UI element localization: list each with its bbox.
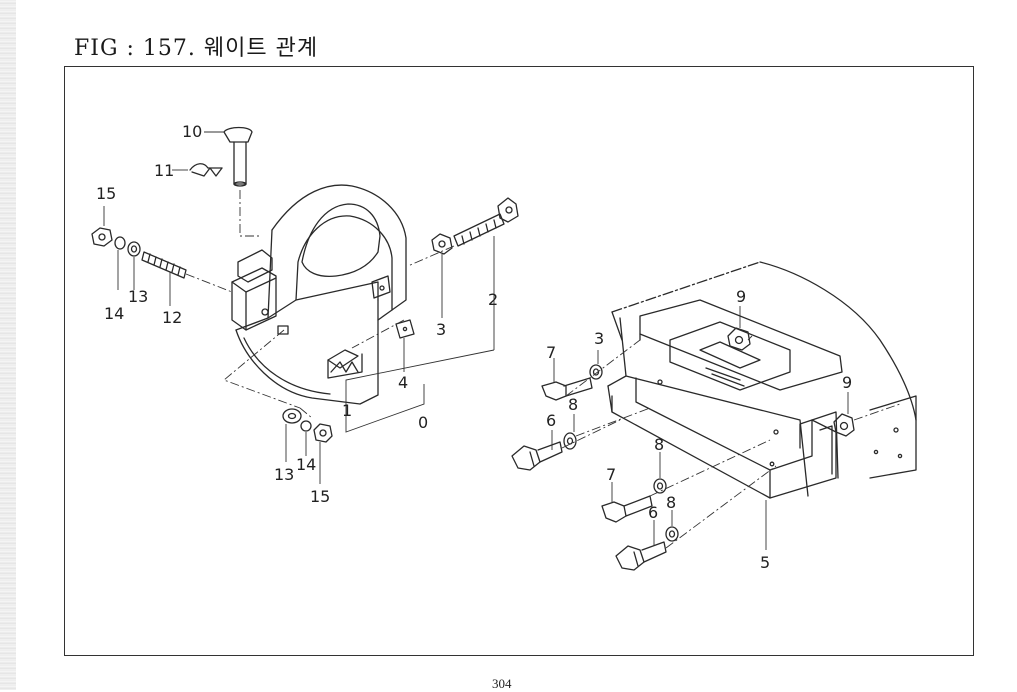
part-3-washer-right <box>589 364 603 380</box>
part-6-bolt-upper <box>511 441 563 471</box>
figure-title: FIG : 157. 웨이트 관계 <box>74 36 319 61</box>
callout-2: 2 <box>488 290 498 309</box>
callout-1: 1 <box>342 401 352 420</box>
part-2-bolt <box>453 197 519 247</box>
callout-14-lower: 14 <box>296 455 316 474</box>
callout-13-lower: 13 <box>274 465 294 484</box>
part-12-stud <box>141 251 187 279</box>
callout-4: 4 <box>398 373 408 392</box>
callout-15-lower: 15 <box>310 487 330 506</box>
callout-11: 11 <box>154 161 174 180</box>
callout-15-upper: 15 <box>96 184 116 203</box>
assembly-lines <box>185 190 901 549</box>
part-3-nut-left <box>431 233 453 255</box>
page-number: 304 <box>492 676 512 691</box>
part-15-nut-upper <box>91 227 113 247</box>
callout-8-upper: 8 <box>568 395 578 414</box>
callout-10: 10 <box>182 122 202 141</box>
leader-lines <box>103 131 849 550</box>
part-13-washer-upper <box>127 241 141 257</box>
part-10-pin <box>223 126 253 187</box>
callout-9-upper: 9 <box>736 287 746 306</box>
part-9-nut-lower <box>833 413 855 437</box>
callout-9-lower: 9 <box>842 373 852 392</box>
callout-3-left: 3 <box>436 320 446 339</box>
callout-3-right: 3 <box>594 329 604 348</box>
callout-8-middle: 8 <box>654 435 664 454</box>
part-9-nut-upper <box>727 327 751 351</box>
callout-0: 0 <box>418 413 428 432</box>
callout-14-upper: 14 <box>104 304 124 323</box>
diagram-frame <box>64 66 974 656</box>
part-14-washer-lower <box>300 420 312 432</box>
callout-6-lower: 6 <box>648 503 658 522</box>
callout-7-lower: 7 <box>606 465 616 484</box>
callout-8-lower: 8 <box>666 493 676 512</box>
part-13-washer-lower <box>282 408 302 424</box>
part-15-nut-lower <box>313 423 333 443</box>
part-7-bolt-lower <box>601 495 653 523</box>
callout-5: 5 <box>760 553 770 572</box>
part-8-washer-lower <box>665 526 679 542</box>
part-14-washer-upper <box>114 236 126 250</box>
scan-edge <box>0 0 16 690</box>
machine-bed <box>607 261 917 499</box>
part-11-clip <box>189 163 223 177</box>
part-7-bolt-upper <box>541 377 593 401</box>
part-8-washer-middle <box>653 478 667 494</box>
callout-6-upper: 6 <box>546 411 556 430</box>
weight-bracket <box>231 184 415 405</box>
callout-7-upper: 7 <box>546 343 556 362</box>
callout-12: 12 <box>162 308 182 327</box>
part-6-bolt-lower <box>615 541 667 571</box>
callout-13-upper: 13 <box>128 287 148 306</box>
